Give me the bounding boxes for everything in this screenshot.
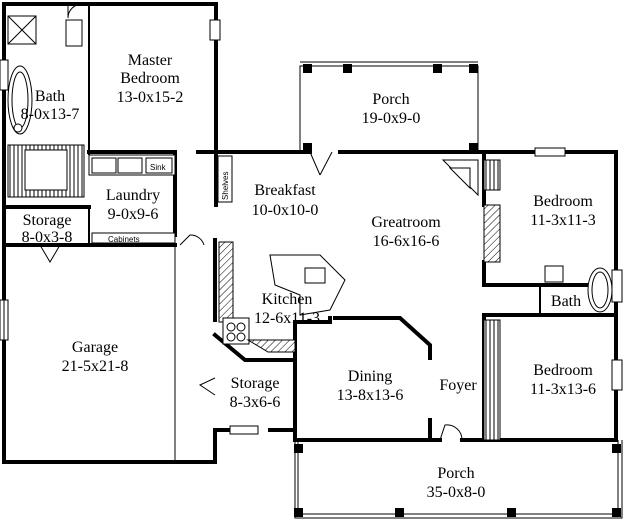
cabinets-label: Cabinets [108,235,140,244]
bedroom-upper-size: 11-3x11-3 [530,212,595,229]
breakfast-name: Breakfast [254,182,316,199]
breakfast-size: 10-0x10-0 [252,202,319,219]
closet-floor [24,149,68,191]
doors [39,3,463,441]
greatroom-size: 16-6x16-6 [373,233,440,250]
bedroom-upper-name: Bedroom [533,193,593,210]
shelves-label: Shelves [221,172,230,200]
dining-name: Dining [348,368,392,385]
porch-back-outline [299,61,479,152]
greatroom-name: Greatroom [371,214,441,231]
bedroom-lower-size: 11-3x13-6 [530,381,596,398]
garage-size: 21-5x21-8 [62,358,129,375]
kitchen-size: 12-6x11-3 [254,310,320,327]
storage-upper-name: Storage [23,212,72,229]
porch-front-outline [294,440,623,519]
laundry-name: Laundry [106,187,160,204]
bath-hall-fixtures [544,265,613,313]
sink-label: Sink [150,163,167,172]
storage-lower-name: Storage [231,375,280,392]
shelves: Shelves [217,155,233,203]
porch-front-size: 35-0x8-0 [427,484,486,501]
porch-back-size: 19-0x9-0 [362,110,421,127]
storage-upper-size: 8-0x3-8 [22,229,73,246]
fireplace [441,159,501,441]
laundry-size: 9-0x9-6 [108,206,159,223]
porch-back-name: Porch [372,91,409,108]
garage-name: Garage [72,339,118,356]
bath-master-size: 8-0x13-7 [21,106,80,123]
dining-size: 13-8x13-6 [337,387,404,404]
room-labels: Bath 8-0x13-7 Master Bedroom 13-0x15-2 P… [21,52,596,501]
kitchen-name: Kitchen [262,291,313,308]
master-bedroom-name-2: Bedroom [120,70,180,87]
bath-master-fixtures [7,15,83,135]
foyer-name: Foyer [439,377,477,394]
storage-lower-size: 8-3x6-6 [230,394,281,411]
master-bedroom-size: 13-0x15-2 [117,89,184,106]
bath-master-name: Bath [35,88,65,105]
master-bedroom-name-1: Master [128,52,173,69]
bedroom-lower-name: Bedroom [533,362,593,379]
bath-hall-name: Bath [551,293,581,310]
kitchen-fixtures [218,241,346,353]
laundry-fixtures: Sink Cabinets [88,154,176,244]
porch-front-name: Porch [437,465,474,482]
